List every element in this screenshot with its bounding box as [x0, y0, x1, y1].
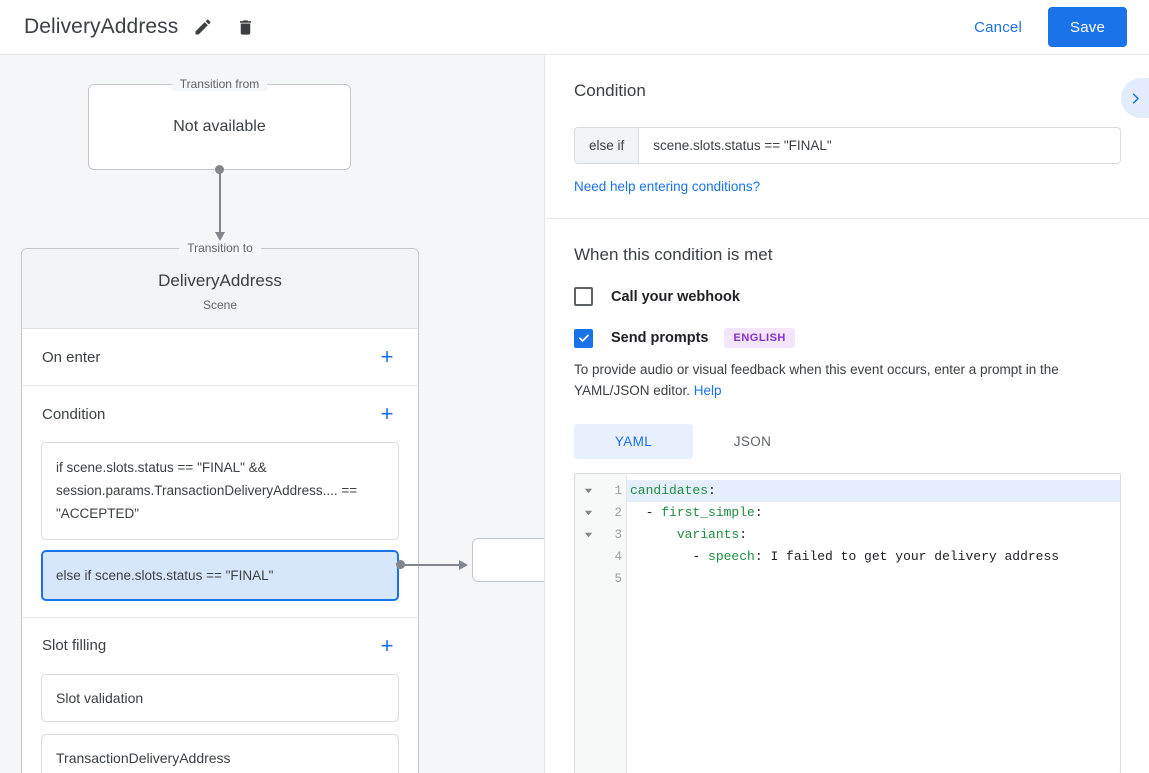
- transition-to-title: DeliveryAddress: [158, 271, 282, 290]
- transition-from-node[interactable]: Transition from Not available: [88, 77, 351, 170]
- connector-line-horizontal: [400, 564, 462, 566]
- fold-toggle[interactable]: [575, 524, 601, 546]
- yaml-colon: :: [739, 526, 748, 542]
- yaml-colon: :: [754, 548, 763, 564]
- editor-fold-gutter[interactable]: [575, 473, 601, 773]
- trash-icon[interactable]: [228, 10, 262, 44]
- line-number: 3: [614, 527, 622, 542]
- add-condition-button[interactable]: +: [380, 401, 394, 426]
- section-slot-filling: Slot filling + Slot validation Transacti…: [22, 618, 418, 773]
- target-node-stub[interactable]: [472, 538, 544, 582]
- panel-condition-section: Condition else if scene.slots.status == …: [546, 55, 1149, 219]
- fold-toggle-empty: [575, 546, 601, 568]
- condition-card[interactable]: if scene.slots.status == "FINAL" && sess…: [41, 442, 399, 540]
- connector-line-vertical: [219, 169, 221, 234]
- section-header-slot-filling: Slot filling +: [22, 618, 418, 674]
- save-button[interactable]: Save: [1048, 7, 1127, 47]
- app-header: DeliveryAddress Cancel Save: [0, 0, 1149, 55]
- edit-icon[interactable]: [186, 10, 220, 44]
- add-on-enter-button[interactable]: +: [380, 344, 394, 369]
- connector-arrow-down: [215, 232, 225, 241]
- condition-prefix-label: else if: [575, 128, 640, 163]
- page-title: DeliveryAddress: [24, 15, 179, 38]
- line-number: 4: [614, 549, 622, 564]
- yaml-key: speech: [708, 548, 755, 564]
- tab-yaml[interactable]: YAML: [574, 423, 693, 459]
- slot-card-validation[interactable]: Slot validation: [41, 673, 399, 722]
- add-slot-filling-button[interactable]: +: [380, 632, 394, 658]
- when-met-heading: When this condition is met: [574, 245, 773, 264]
- code-line[interactable]: - speech: I failed to get your delivery …: [630, 548, 1060, 564]
- yaml-colon: :: [754, 504, 763, 520]
- editor-format-tabs: YAML JSON: [574, 423, 1121, 459]
- section-title-on-enter: On enter: [42, 348, 101, 366]
- send-prompts-label: Send prompts: [611, 330, 709, 346]
- condition-help-link[interactable]: Need help entering conditions?: [574, 179, 761, 194]
- section-body-condition: if scene.slots.status == "FINAL" && sess…: [22, 442, 418, 617]
- language-badge: ENGLISH: [724, 328, 795, 348]
- condition-input-row[interactable]: else if scene.slots.status == "FINAL": [574, 127, 1121, 164]
- condition-heading: Condition: [574, 81, 646, 100]
- transition-to-header: DeliveryAddress Scene: [22, 249, 418, 329]
- body-wrap: Transition from Not available Transition…: [0, 55, 1149, 773]
- send-prompts-checkbox[interactable]: [574, 328, 593, 348]
- yaml-colon: :: [708, 482, 716, 498]
- send-prompts-checkbox-row[interactable]: Send prompts ENGLISH: [574, 328, 1121, 348]
- details-panel: Condition else if scene.slots.status == …: [546, 55, 1149, 773]
- yaml-key: first_simple: [661, 504, 755, 520]
- editor-line-numbers: 1 2 3 4 5: [601, 473, 627, 773]
- transition-to-node[interactable]: Transition to DeliveryAddress Scene On e…: [21, 241, 419, 773]
- prompts-description-text: To provide audio or visual feedback when…: [574, 362, 1059, 398]
- yaml-editor[interactable]: 1 2 3 4 5 candidates: - first_simple: va…: [574, 472, 1121, 773]
- section-title-slot-filling: Slot filling: [42, 637, 107, 655]
- code-line[interactable]: candidates:: [627, 479, 1120, 502]
- code-line[interactable]: variants:: [627, 524, 1120, 546]
- yaml-key: variants: [676, 526, 740, 542]
- connector-arrow-right: [459, 560, 468, 570]
- yaml-key: candidates: [630, 482, 709, 498]
- section-header-condition: Condition +: [22, 386, 418, 442]
- section-on-enter: On enter +: [22, 329, 418, 386]
- condition-expression-input[interactable]: scene.slots.status == "FINAL": [653, 138, 832, 153]
- section-title-condition: Condition: [42, 405, 106, 423]
- section-header-on-enter: On enter +: [22, 329, 418, 385]
- transition-from-legend: Transition from: [171, 77, 268, 91]
- condition-card-selected[interactable]: else if scene.slots.status == "FINAL": [41, 549, 399, 601]
- transition-to-subtitle: Scene: [202, 298, 238, 312]
- fold-toggle[interactable]: [575, 480, 601, 502]
- section-condition: Condition + if scene.slots.status == "FI…: [22, 386, 418, 618]
- webhook-checkbox-row[interactable]: Call your webhook: [574, 287, 1121, 306]
- prompts-help-link[interactable]: Help: [693, 382, 722, 398]
- line-number: 1: [614, 483, 622, 498]
- tab-json[interactable]: JSON: [733, 433, 772, 449]
- editor-code-area[interactable]: candidates: - first_simple: variants: - …: [627, 474, 1120, 773]
- transition-from-text: Not available: [173, 118, 266, 135]
- fold-toggle[interactable]: [575, 502, 601, 524]
- yaml-value: I failed to get your delivery address: [762, 548, 1060, 564]
- panel-when-met-section: When this condition is met Call your web…: [546, 219, 1149, 773]
- code-line[interactable]: - first_simple:: [630, 504, 763, 520]
- code-line[interactable]: [627, 568, 1120, 590]
- slot-card-transaction[interactable]: TransactionDeliveryAddress: [41, 733, 399, 773]
- line-number: 2: [614, 505, 622, 520]
- flow-canvas[interactable]: Transition from Not available Transition…: [0, 55, 545, 773]
- prompts-description: To provide audio or visual feedback when…: [574, 360, 1121, 402]
- chevron-right-icon[interactable]: [1121, 78, 1149, 118]
- webhook-checkbox[interactable]: [574, 287, 593, 306]
- fold-toggle-empty: [575, 568, 601, 590]
- line-number: 5: [614, 571, 622, 586]
- webhook-label: Call your webhook: [611, 288, 740, 305]
- section-body-slot-filling: Slot validation TransactionDeliveryAddre…: [22, 673, 418, 773]
- transition-to-legend: Transition to: [179, 241, 261, 255]
- cancel-button[interactable]: Cancel: [960, 11, 1036, 44]
